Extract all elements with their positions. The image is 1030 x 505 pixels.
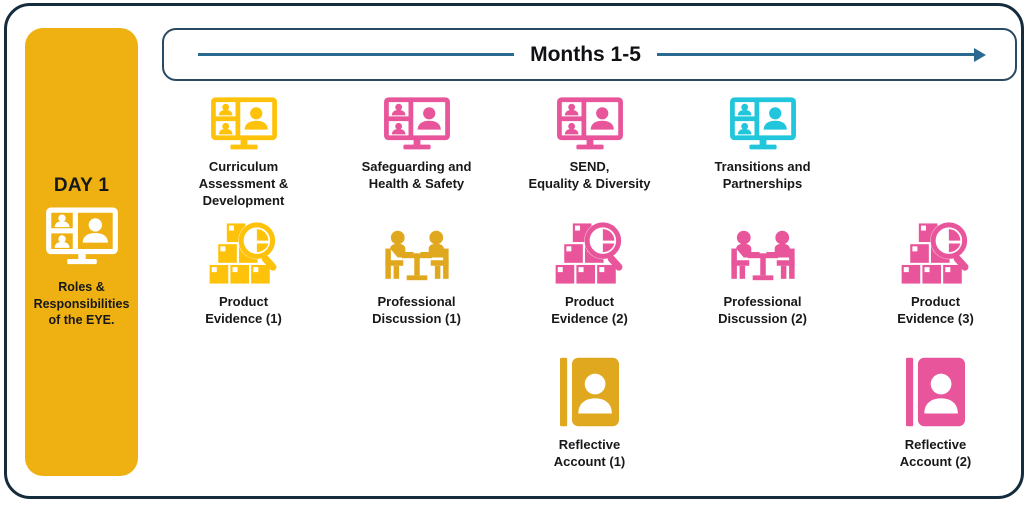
boxes-magnifier-icon [900,222,972,285]
two-people-table-icon [725,223,801,285]
grid-item[interactable]: Professional Discussion (1) [330,223,503,328]
items-grid: Curriculum Assessment & Development Safeg… [157,88,1023,488]
boxes-magnifier-icon [208,222,280,285]
grid-item-label: Safeguarding and Health & Safety [361,159,472,191]
timeline-line-left [197,53,515,56]
timeline-banner: Months 1-5 [162,28,1017,81]
assessment-evidence-row: Product Evidence (1) Professional Discuss… [157,222,1023,328]
grid-item[interactable]: Professional Discussion (2) [676,223,849,328]
grid-item[interactable]: Product Evidence (1) [157,222,330,328]
video-meeting-icon [45,207,119,265]
video-meeting-icon [383,88,451,150]
video-meeting-icon [556,88,624,150]
timeline-title: Months 1-5 [530,42,641,66]
grid-item[interactable]: Reflective Account (2) [849,356,1022,471]
grid-item[interactable]: Safeguarding and Health & Safety [330,88,503,210]
grid-item-label: Product Evidence (2) [551,294,628,326]
arrow-right-icon [973,47,986,62]
grid-item[interactable]: SEND, Equality & Diversity [503,88,676,210]
timeline-line-right [656,53,974,56]
reflective-accounts-row: Reflective Account (1) Reflective Account… [157,356,1023,471]
video-meeting-icon [729,88,797,150]
grid-item[interactable]: Transitions and Partnerships [676,88,849,210]
boxes-magnifier-icon [554,222,626,285]
profile-book-icon [906,356,965,428]
grid-item-label: Reflective Account (2) [899,437,972,469]
video-meeting-icon [210,88,278,150]
grid-item[interactable]: Product Evidence (3) [849,222,1022,328]
grid-item-label: Product Evidence (1) [205,294,282,326]
grid-item-label: Professional Discussion (1) [372,294,461,326]
day-1-caption: Roles & Responsibilities of the EYE. [33,280,130,328]
grid-item-label: Curriculum Assessment & Development [198,159,289,208]
training-modules-row: Curriculum Assessment & Development Safeg… [157,88,1023,210]
grid-item[interactable]: Product Evidence (2) [503,222,676,328]
grid-item-label: SEND, Equality & Diversity [528,159,651,191]
grid-item[interactable]: Reflective Account (1) [503,356,676,471]
grid-item-label: Product Evidence (3) [897,294,974,326]
grid-item-label: Professional Discussion (2) [718,294,807,326]
two-people-table-icon [379,223,455,285]
day-1-panel: DAY 1 [25,28,138,476]
grid-item[interactable]: Curriculum Assessment & Development [157,88,330,210]
profile-book-icon [560,356,619,428]
grid-item-label: Reflective Account (1) [553,437,626,469]
outer-card: DAY 1 [4,3,1024,499]
grid-item-label: Transitions and Partnerships [714,159,811,191]
day-1-title: DAY 1 [53,175,110,197]
